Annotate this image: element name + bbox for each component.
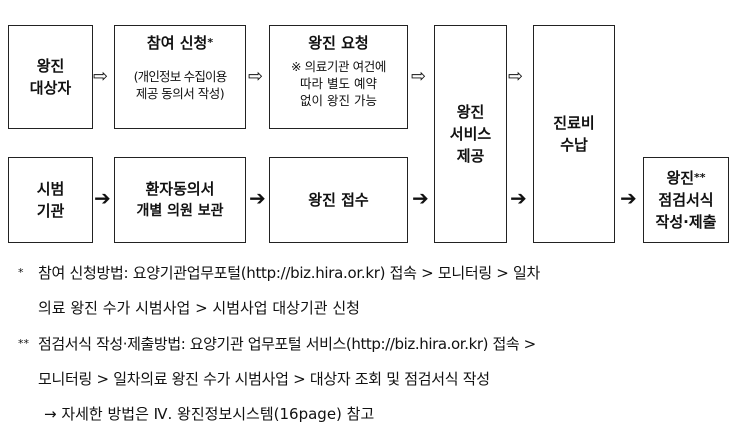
box-line: 수납 bbox=[560, 136, 588, 154]
box-line: 왕진 bbox=[666, 169, 695, 187]
box-line: 제공 동의서 작성) bbox=[135, 86, 225, 101]
box-line: (개인정보 수집이용 bbox=[133, 69, 228, 84]
box-line: 시범 bbox=[36, 180, 65, 198]
box-line: 왕진 bbox=[36, 57, 65, 75]
box-line: 점검서식 bbox=[658, 191, 714, 209]
box-visit-request: 왕진 요청 ※ 의료기관 여건에 따라 별도 예약 없이 왕진 가능 bbox=[269, 25, 408, 129]
box-payment: 진료비 수납 bbox=[533, 25, 615, 243]
box-line: 진료비 bbox=[553, 114, 595, 132]
footnote-text: 의료 왕진 수가 시범사업 > 시범사업 대상기관 신청 bbox=[38, 299, 360, 317]
footnote-mark: ** bbox=[18, 337, 29, 350]
box-pilot-institution: 시범 기관 bbox=[8, 157, 93, 243]
reference-text: → 자세한 방법은 Ⅳ. 왕진정보시스템(16page) 참고 bbox=[44, 405, 375, 423]
box-line: ※ 의료기관 여건에 bbox=[291, 59, 386, 74]
footnote-text: 모니터링 > 일차의료 왕진 수가 시범사업 > 대상자 조회 및 점검서식 작… bbox=[38, 370, 490, 388]
box-consent-storage: 환자동의서 개별 의원 보관 bbox=[114, 157, 246, 243]
filled-arrow-icon: ➔ bbox=[510, 186, 527, 210]
box-line: 왕진 bbox=[456, 103, 485, 121]
footnote-1-cont: 의료 왕진 수가 시범사업 > 시범사업 대상기관 신청 bbox=[38, 298, 360, 318]
outline-arrow-icon: ⇨ bbox=[411, 66, 427, 87]
box-line: 개별 의원 보관 bbox=[136, 203, 224, 219]
box-line: 작성·제출 bbox=[655, 213, 717, 231]
box-line: 기관 bbox=[36, 202, 65, 220]
reference-note: → 자세한 방법은 Ⅳ. 왕진정보시스템(16page) 참고 bbox=[44, 404, 374, 424]
box-title: 참여 신청 bbox=[146, 34, 208, 52]
box-line: 환자동의서 bbox=[145, 180, 215, 198]
footnote-2-cont: 모니터링 > 일차의료 왕진 수가 시범사업 > 대상자 조회 및 점검서식 작… bbox=[38, 369, 490, 389]
star-mark: ** bbox=[694, 171, 706, 184]
box-line: 따라 별도 예약 bbox=[300, 76, 377, 91]
footnote-text: 참여 신청방법: 요양기관업무포털(http://biz.hira.or.kr)… bbox=[38, 264, 541, 282]
star-mark: * bbox=[207, 36, 214, 49]
filled-arrow-icon: ➔ bbox=[249, 186, 266, 210]
box-visit-receive: 왕진 접수 bbox=[269, 157, 408, 243]
footnote-2: ** 점검서식 작성·제출방법: 요양기관 업무포털 서비스(http://biz… bbox=[18, 334, 536, 354]
filled-arrow-icon: ➔ bbox=[620, 186, 637, 210]
box-line: 대상자 bbox=[29, 79, 72, 97]
outline-arrow-icon: ⇨ bbox=[93, 66, 109, 87]
box-line: 제공 bbox=[456, 147, 485, 165]
outline-arrow-icon: ⇨ bbox=[248, 66, 264, 87]
filled-arrow-icon: ➔ bbox=[94, 186, 111, 210]
box-title: 왕진 요청 bbox=[308, 34, 369, 52]
footnote-mark: * bbox=[18, 266, 24, 279]
box-line: 서비스 bbox=[449, 125, 492, 143]
box-visit-service: 왕진 서비스 제공 bbox=[434, 25, 507, 243]
box-line: 없이 왕진 가능 bbox=[300, 93, 377, 108]
footnote-1: * 참여 신청방법: 요양기관업무포털(http://biz.hira.or.kr… bbox=[18, 263, 540, 283]
outline-arrow-icon: ⇨ bbox=[508, 66, 524, 87]
box-participation-apply: 참여 신청* (개인정보 수집이용 제공 동의서 작성) bbox=[114, 25, 246, 129]
box-checklist-submit: 왕진** 점검서식 작성·제출 bbox=[643, 157, 729, 243]
box-visit-target: 왕진 대상자 bbox=[8, 25, 93, 129]
filled-arrow-icon: ➔ bbox=[412, 186, 429, 210]
box-line: 왕진 접수 bbox=[308, 191, 369, 209]
footnote-text: 점검서식 작성·제출방법: 요양기관 업무포털 서비스(http://biz.h… bbox=[38, 335, 536, 353]
